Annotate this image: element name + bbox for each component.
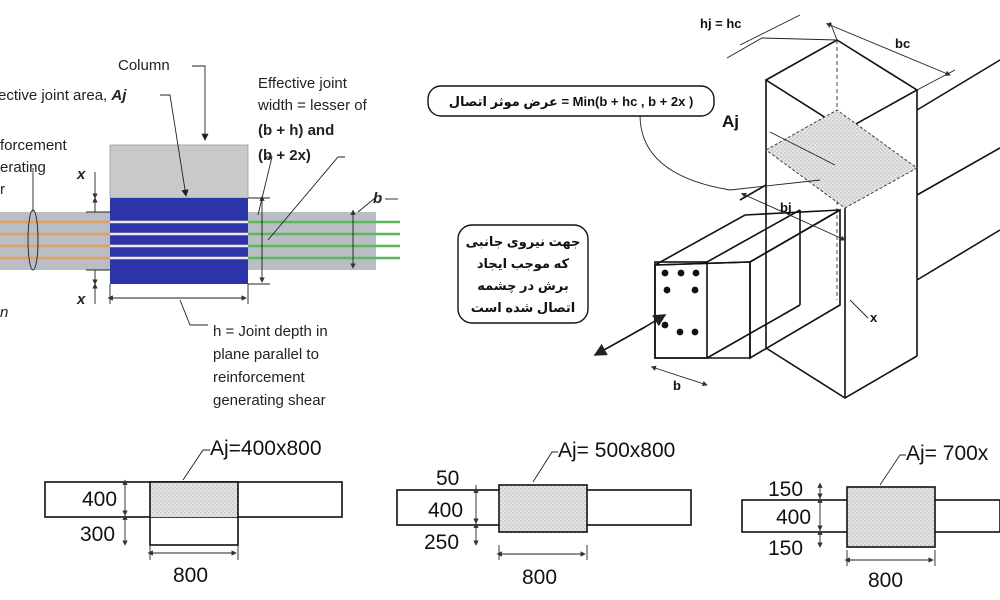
- h-line2: plane parallel to: [213, 346, 319, 363]
- n-label: n: [0, 304, 8, 321]
- left-joint-figure: x x b Column ective joint area, Aj force…: [0, 57, 400, 409]
- force-box: [457, 224, 589, 324]
- reinf-line2: erating: [0, 159, 46, 176]
- example-3-width: 800: [868, 569, 903, 592]
- example-2-width: 800: [522, 566, 557, 589]
- x-top-label: x: [76, 166, 86, 183]
- example-3-aj: Aj= 700x: [906, 442, 989, 465]
- example-3: Aj= 700x 150 400 150 800: [741, 442, 1000, 592]
- x-bottom-label: x: [76, 291, 86, 308]
- width-line4: (b + 2x): [258, 147, 311, 164]
- example-1-width: 800: [173, 564, 208, 587]
- force-line3: برش در چشمه: [477, 278, 568, 293]
- example-1-mid: 400: [82, 488, 117, 511]
- b-label-left: b: [373, 190, 382, 207]
- h-line4: generating shear: [213, 392, 326, 409]
- b-label-3d: b: [673, 378, 681, 393]
- force-line2: که موجب ایجاد: [477, 256, 570, 271]
- example-1: Aj=400x800 400 300 800: [44, 437, 343, 587]
- example-1-aj: Aj=400x800: [210, 437, 322, 460]
- example-3-mid: 400: [776, 506, 811, 529]
- beam-left: [0, 212, 110, 270]
- hj-label: hj = hc: [700, 16, 742, 31]
- right-3d-figure: عرض موثر اتصال = Min(b + hc , b + 2x ) ج…: [427, 14, 1000, 399]
- width-line3: (b + h) and: [258, 122, 334, 139]
- x-label-3d: x: [870, 310, 878, 325]
- force-line1: جهت نیروی جانبی: [466, 234, 581, 249]
- example-1-bot: 300: [80, 523, 115, 546]
- bj-label: bj: [780, 200, 792, 215]
- example-2: Aj= 500x800 50 400 250 800: [396, 439, 692, 589]
- example-2-top: 50: [436, 467, 459, 490]
- reinf-line3: r: [0, 181, 5, 198]
- example-2-aj: Aj= 500x800: [558, 439, 675, 462]
- aj-label-3d: Aj: [722, 112, 739, 131]
- example-2-mid: 400: [428, 499, 463, 522]
- width-line1: Effective joint: [258, 75, 348, 92]
- example-3-bot: 150: [768, 537, 803, 560]
- width-line2: width = lesser of: [257, 97, 368, 114]
- beam-right: [248, 212, 376, 270]
- h-line3: reinforcement: [213, 369, 306, 386]
- force-line4: اتصال شده است: [471, 300, 576, 315]
- example-3-top: 150: [768, 478, 803, 501]
- example-2-bot: 250: [424, 531, 459, 554]
- effective-area-label: ective joint area, Aj: [0, 87, 127, 104]
- beam-bars: [661, 269, 700, 336]
- joint-area: [110, 198, 248, 284]
- joint-shaded-plane: [765, 109, 918, 209]
- formula-text: عرض موثر اتصال = Min(b + hc , b + 2x ): [449, 94, 694, 109]
- reinf-line1: forcement: [0, 137, 68, 154]
- column-label: Column: [118, 57, 170, 74]
- bc-label: bc: [895, 36, 910, 51]
- h-line1: h = Joint depth in: [213, 323, 328, 340]
- formula-box: [427, 85, 715, 117]
